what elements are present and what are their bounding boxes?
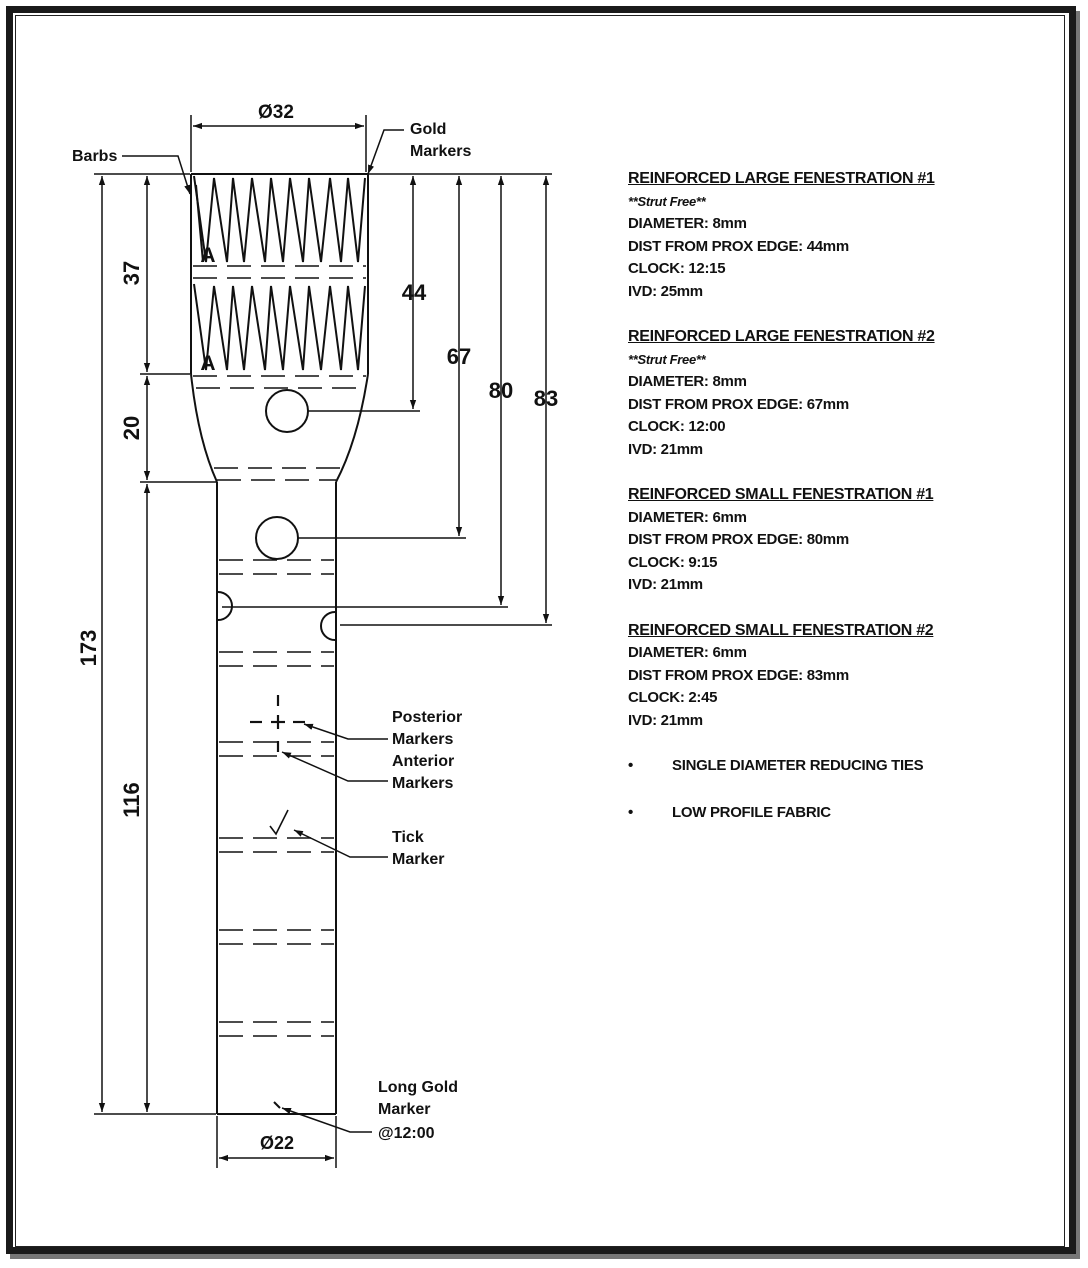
tick-marker-label-1: Tick <box>392 829 424 846</box>
reducing-tie-lines <box>193 265 366 1037</box>
spec-title: REINFORCED SMALL FENESTRATION #2 <box>628 621 934 639</box>
barbs-label: Barbs <box>72 148 117 165</box>
anterior-markers-label-2: Markers <box>392 775 453 792</box>
large-fenestration-1 <box>265 389 309 433</box>
fenestrations <box>217 389 336 641</box>
spec-line: IVD: 25mm <box>628 282 703 300</box>
dimension-right <box>222 173 552 626</box>
spec-line: DIST FROM PROX EDGE: 83mm <box>628 666 849 684</box>
tick-marker-label-2: Marker <box>392 851 444 868</box>
spec-large-fenestration-2: REINFORCED LARGE FENESTRATION #2 **Strut… <box>628 326 1048 461</box>
body-markers <box>250 695 305 1109</box>
dimension-bottom-diameter <box>216 1116 337 1168</box>
spec-line: CLOCK: 12:00 <box>628 418 726 435</box>
dimension-top-diameter <box>190 115 367 172</box>
graft-body <box>190 173 369 1115</box>
spec-small-fenestration-2: REINFORCED SMALL FENESTRATION #2 DIAMETE… <box>628 620 1048 733</box>
spec-line: IVD: 21mm <box>628 711 703 729</box>
spec-small-fenestration-1: REINFORCED SMALL FENESTRATION #1 DIAMETE… <box>628 484 1048 597</box>
spec-line: DIAMETER: 6mm <box>628 508 747 526</box>
spec-line: DIAMETER: 8mm <box>628 215 747 232</box>
large-fenestration-2 <box>255 516 299 560</box>
posterior-markers-label-2: Markers <box>392 731 453 748</box>
spec-line: CLOCK: 9:15 <box>628 553 718 571</box>
long-gold-marker-label-2: Marker <box>378 1101 430 1118</box>
spec-line: IVD: 21mm <box>628 576 703 593</box>
long-gold-marker-label-3: @12:00 <box>378 1125 435 1142</box>
dim-116-label: 116 <box>119 782 144 818</box>
outer-border <box>6 6 1076 1254</box>
anchor-mark-top: A <box>200 244 215 267</box>
spec-large-fenestration-1: REINFORCED LARGE FENESTRATION #1 **Strut… <box>628 168 1048 303</box>
spec-title: REINFORCED LARGE FENESTRATION #1 <box>628 170 935 187</box>
dim-173-label: 173 <box>76 630 101 667</box>
small-fenestration-1 <box>217 591 233 621</box>
spec-title: REINFORCED LARGE FENESTRATION #2 <box>628 328 935 345</box>
top-diameter-label: Ø32 <box>258 102 294 123</box>
specification-panel: REINFORCED LARGE FENESTRATION #1 **Strut… <box>628 168 1048 848</box>
spec-line: IVD: 21mm <box>628 440 703 458</box>
posterior-markers-label-1: Posterior <box>392 709 462 726</box>
spec-title: REINFORCED SMALL FENESTRATION #1 <box>628 486 934 503</box>
gold-markers-label-1: Gold <box>410 121 446 138</box>
gold-markers-label-2: Markers <box>410 143 471 160</box>
proximal-stents <box>193 175 366 371</box>
callout-leaders <box>122 129 404 1133</box>
spec-line: DIAMETER: 6mm <box>628 644 747 661</box>
spec-note: **Strut Free** <box>628 193 706 209</box>
dimension-left <box>94 173 216 1115</box>
dim-37-label: 37 <box>119 261 144 285</box>
bullet-item: SINGLE DIAMETER REDUCING TIES <box>628 755 1048 778</box>
dim-83-label: 83 <box>534 386 558 411</box>
spec-line: CLOCK: 12:15 <box>628 260 726 277</box>
feature-bullets: SINGLE DIAMETER REDUCING TIES LOW PROFIL… <box>628 755 1048 824</box>
long-gold-marker-label-1: Long Gold <box>378 1079 458 1096</box>
spec-line: DIAMETER: 8mm <box>628 373 747 390</box>
dim-44-label: 44 <box>402 280 427 305</box>
spec-line: DIST FROM PROX EDGE: 44mm <box>628 237 849 255</box>
dim-20-label: 20 <box>119 416 144 440</box>
small-fenestration-2 <box>320 611 336 641</box>
dim-80-label: 80 <box>489 378 513 403</box>
bullet-item: LOW PROFILE FABRIC <box>628 802 1048 825</box>
dim-67-label: 67 <box>447 344 471 369</box>
spec-line: DIST FROM PROX EDGE: 67mm <box>628 395 849 413</box>
spec-note: **Strut Free** <box>628 351 706 367</box>
spec-line: DIST FROM PROX EDGE: 80mm <box>628 531 849 548</box>
bottom-diameter-label: Ø22 <box>260 1133 294 1153</box>
spec-line: CLOCK: 2:45 <box>628 689 718 706</box>
anterior-markers-label-1: Anterior <box>392 753 454 770</box>
anchor-mark-bottom: A <box>200 352 215 375</box>
inner-border <box>15 15 1065 1247</box>
